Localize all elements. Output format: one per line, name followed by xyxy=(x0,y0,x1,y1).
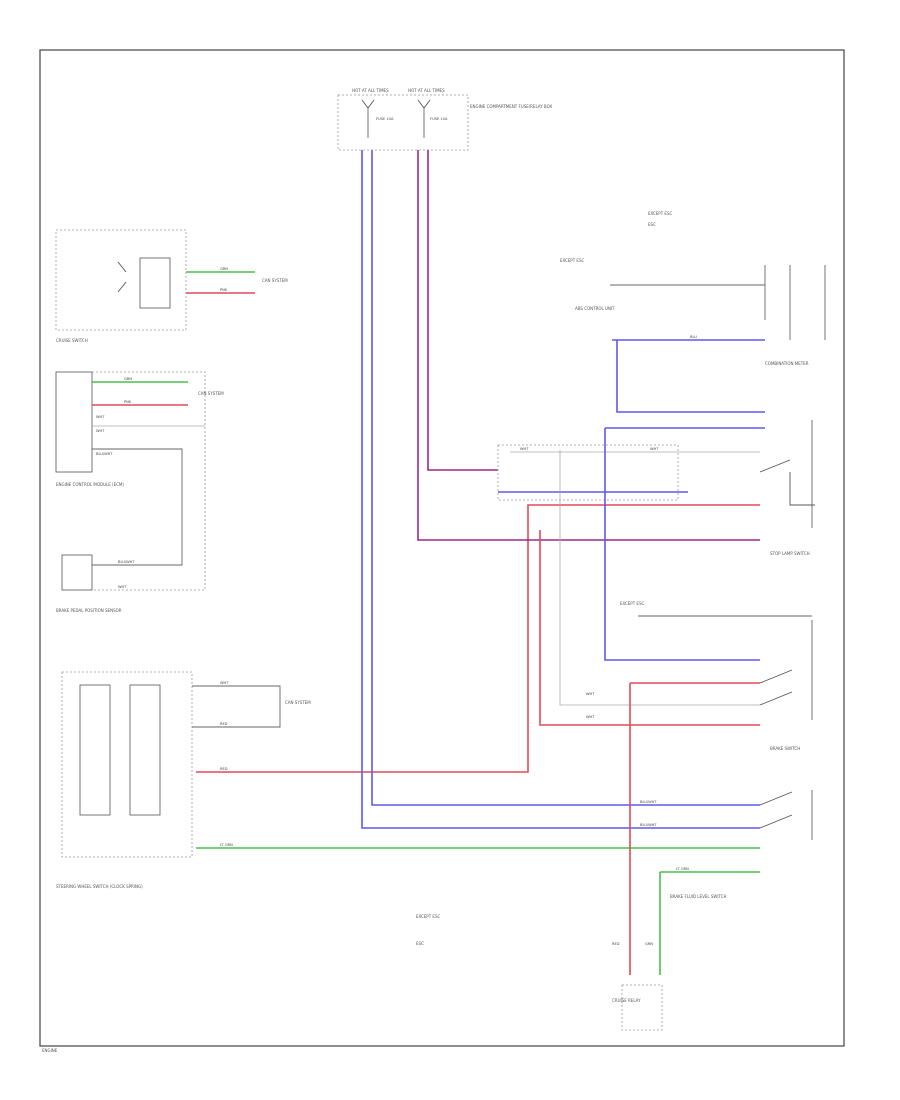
cruise-relay-label: CRUISE RELAY xyxy=(612,998,641,1003)
svg-text:RED: RED xyxy=(220,722,228,726)
svg-text:WHT: WHT xyxy=(650,447,659,451)
svg-text:GRN: GRN xyxy=(124,377,132,381)
can-ref-1: CAN SYSTEM xyxy=(262,278,288,283)
svg-text:GRN: GRN xyxy=(220,267,228,271)
svg-text:BLU: BLU xyxy=(690,335,697,339)
brake-switch: EXCEPT ESC WHT WHT BRAKE SWITCH xyxy=(539,428,812,751)
fuse-b-label: HOT AT ALL TIMES xyxy=(408,88,445,93)
wire-purple-trunk-1 xyxy=(417,150,760,541)
combination-meter-label: COMBINATION METER xyxy=(765,361,809,366)
stop-lamp-switch-label: STOP LAMP SWITCH xyxy=(770,551,810,556)
svg-text:PNK: PNK xyxy=(124,400,132,404)
footer-code: ENGINE xyxy=(42,1048,58,1053)
svg-text:EXCEPT ESC: EXCEPT ESC xyxy=(620,601,644,606)
legend-bottom: EXCEPT ESC ESC xyxy=(416,914,440,946)
svg-text:EXCEPT ESC: EXCEPT ESC xyxy=(560,258,584,263)
can-ref-3: CAN SYSTEM xyxy=(285,700,311,705)
svg-text:LT GRN: LT GRN xyxy=(220,843,233,847)
can-ref-2: CAN SYSTEM xyxy=(198,391,224,396)
bpp-sensor-label: BRAKE PEDAL POSITION SENSOR xyxy=(56,608,122,613)
svg-text:EXCEPT ESC: EXCEPT ESC xyxy=(648,211,672,216)
brake-fluid-label: BRAKE FLUID LEVEL SWITCH xyxy=(670,894,727,899)
svg-text:WHT: WHT xyxy=(96,429,105,433)
svg-text:WHT: WHT xyxy=(118,585,127,589)
steering-switch-label: STEERING WHEEL SWITCH (CLOCK SPRING) xyxy=(56,884,143,889)
wire-purple-trunk-2 xyxy=(427,150,498,471)
svg-text:EXCEPT ESC: EXCEPT ESC xyxy=(416,914,440,919)
fuse-a-label: HOT AT ALL TIMES xyxy=(352,88,389,93)
steering-switch: WHT RED CAN SYSTEM RED LT GRN STEERING W… xyxy=(56,504,760,889)
svg-text:ESC: ESC xyxy=(648,222,656,227)
ecm: GRN PNK CAN SYSTEM WHT WHT BLU/WHT ENGIN… xyxy=(55,371,224,591)
svg-text:ESC: ESC xyxy=(416,941,424,946)
fuse-a-rating: FUSE 10A xyxy=(376,117,394,121)
svg-text:GRN: GRN xyxy=(645,942,653,946)
ecm-label: ENGINE CONTROL MODULE (ECM) xyxy=(56,482,124,487)
brake-fluid-switch: LT GRN BRAKE FLUID LEVEL SWITCH xyxy=(629,683,760,975)
cruise-switch: CRUISE SWITCH GRN PNK CAN SYSTEM xyxy=(55,229,288,343)
brake-switch-label: BRAKE SWITCH xyxy=(770,746,800,751)
svg-text:RED: RED xyxy=(220,767,228,771)
svg-text:BLU/WHT: BLU/WHT xyxy=(640,823,657,827)
svg-text:BLU/WHT: BLU/WHT xyxy=(640,800,657,804)
svg-text:BLU/WHT: BLU/WHT xyxy=(118,560,135,564)
bpp-sensor: BLU/WHT WHT BRAKE PEDAL POSITION SENSOR xyxy=(56,554,135,613)
svg-text:WHT: WHT xyxy=(220,681,229,685)
junction-box-label: ENGINE COMPARTMENT FUSE/RELAY BOX xyxy=(470,104,552,109)
svg-text:WHT: WHT xyxy=(586,715,595,719)
clutch-switch: BLU/WHT BLU/WHT xyxy=(640,791,793,829)
combination-meter: BLU COMBINATION METER xyxy=(605,335,809,429)
svg-text:LT GRN: LT GRN xyxy=(676,867,689,871)
fuse-block: HOT AT ALL TIMES HOT AT ALL TIMES FUSE 1… xyxy=(337,88,552,151)
svg-text:BLU/WHT: BLU/WHT xyxy=(96,452,113,456)
diagram-frame xyxy=(39,49,845,1047)
cruise-switch-label: CRUISE SWITCH xyxy=(56,338,88,343)
svg-text:WHT: WHT xyxy=(96,415,105,419)
wire-blue-trunk-1 xyxy=(361,150,760,829)
stop-lamp-switch: WHT WHT STOP LAMP SWITCH xyxy=(497,444,815,556)
svg-text:PNK: PNK xyxy=(220,288,228,292)
abs-label: ABS CONTROL UNIT xyxy=(575,306,615,311)
cruise-relay: RED GRN CRUISE RELAY xyxy=(612,942,663,1031)
abs-control-unit: EXCEPT ESC ABS CONTROL UNIT xyxy=(560,258,826,340)
svg-text:WHT: WHT xyxy=(586,692,595,696)
svg-text:WHT: WHT xyxy=(520,447,529,451)
fuse-b-rating: FUSE 10A xyxy=(430,117,448,121)
wire-blue-trunk-2 xyxy=(371,150,760,806)
svg-text:RED: RED xyxy=(612,942,620,946)
legend-top: EXCEPT ESC ESC xyxy=(648,211,672,227)
